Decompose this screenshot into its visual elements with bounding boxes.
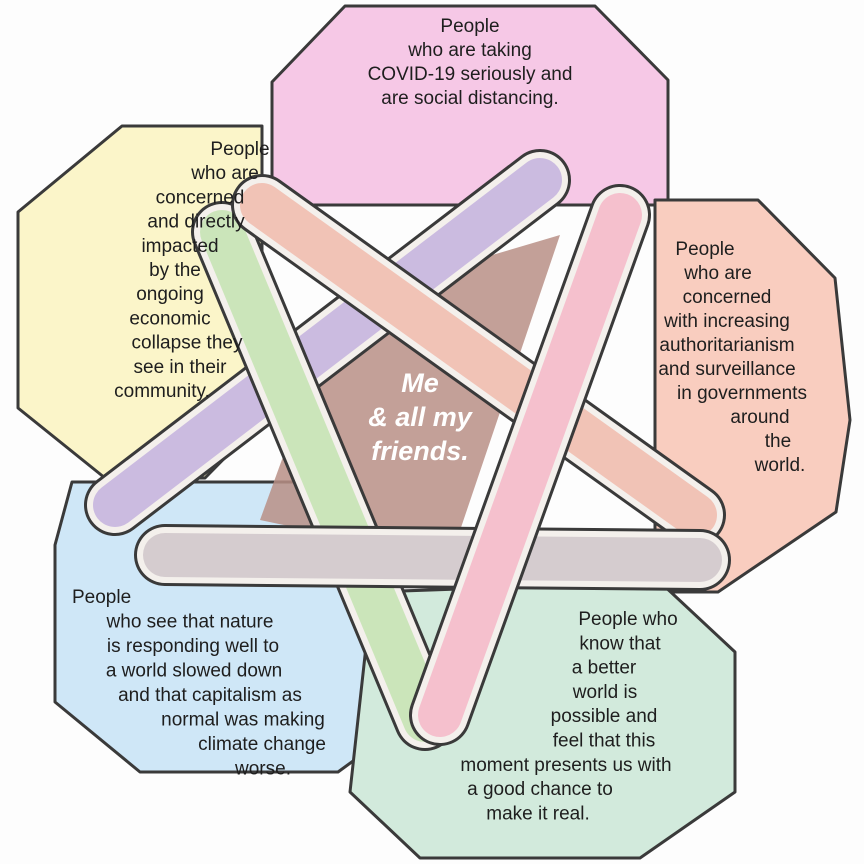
region-authoritarianism-label-line: People bbox=[675, 239, 734, 260]
band-covid-fill bbox=[93, 158, 562, 527]
region-authoritarianism-label-line: and surveillance bbox=[658, 359, 795, 380]
region-economic-label-line: community. bbox=[114, 381, 210, 402]
region-nature-label-line: normal was making bbox=[161, 710, 325, 731]
region-economic-label-line: by the bbox=[149, 260, 201, 281]
region-economic-label-line: People bbox=[210, 139, 269, 160]
region-economic-label-line: collapse they bbox=[132, 333, 243, 354]
center-label-line: Me bbox=[401, 368, 439, 398]
region-nature-label-line: a world slowed down bbox=[106, 661, 282, 682]
region-better-world-label-line: feel that this bbox=[553, 731, 655, 752]
band-better-world-fill bbox=[143, 533, 722, 582]
region-economic-label-line: who are bbox=[190, 163, 259, 184]
region-better-world-label-line: possible and bbox=[551, 706, 658, 727]
region-authoritarianism-label-line: the bbox=[765, 431, 791, 452]
region-authoritarianism-label-line: world. bbox=[754, 455, 806, 476]
region-economic-label-line: ongoing bbox=[136, 284, 204, 305]
center-label-line: & all my bbox=[368, 402, 474, 432]
region-better-world-label-line: People who bbox=[578, 609, 677, 630]
region-nature-label-line: People bbox=[72, 587, 131, 608]
region-nature-label-line: who see that nature bbox=[106, 612, 274, 633]
region-economic-label-line: and directly bbox=[147, 212, 245, 233]
region-better-world-label-line: a good chance to bbox=[467, 779, 613, 800]
region-covid-label-line: are social distancing. bbox=[381, 88, 558, 109]
region-authoritarianism-label-line: around bbox=[730, 407, 789, 428]
region-economic-label-line: economic bbox=[129, 308, 210, 329]
region-nature-label-line: is responding well to bbox=[107, 636, 279, 657]
region-covid-label-line: COVID-19 seriously and bbox=[368, 64, 573, 85]
region-economic-label-line: concerned bbox=[156, 187, 245, 208]
region-covid-label-line: who are taking bbox=[407, 40, 532, 61]
region-nature-label-line: climate change bbox=[198, 734, 326, 755]
region-better-world-label-line: world is bbox=[572, 682, 637, 703]
region-economic-label-line: see in their bbox=[134, 357, 228, 378]
region-nature-label-line: worse. bbox=[234, 759, 291, 780]
region-better-world-label-line: moment presents us with bbox=[460, 755, 671, 776]
region-authoritarianism-label-line: with increasing bbox=[663, 311, 790, 332]
bands bbox=[84, 149, 731, 751]
region-authoritarianism-label-line: in governments bbox=[677, 383, 807, 404]
region-covid-label-line: People bbox=[440, 16, 499, 37]
region-authoritarianism-label-line: authoritarianism bbox=[659, 335, 794, 356]
band-economic-fill bbox=[200, 210, 447, 742]
region-better-world-label-line: a better bbox=[572, 658, 637, 679]
region-better-world-label-line: make it real. bbox=[486, 803, 589, 824]
region-authoritarianism-label-line: concerned bbox=[683, 287, 772, 308]
region-economic-label-line: impacted bbox=[141, 236, 218, 257]
band-authoritarianism-fill bbox=[240, 183, 717, 537]
region-nature-label-line: and that capitalism as bbox=[118, 685, 302, 706]
region-better-world-label-line: know that bbox=[579, 633, 661, 654]
region-authoritarianism-label-line: who are bbox=[683, 263, 752, 284]
band-nature-fill bbox=[418, 193, 642, 737]
center-label-line: friends. bbox=[371, 436, 469, 466]
